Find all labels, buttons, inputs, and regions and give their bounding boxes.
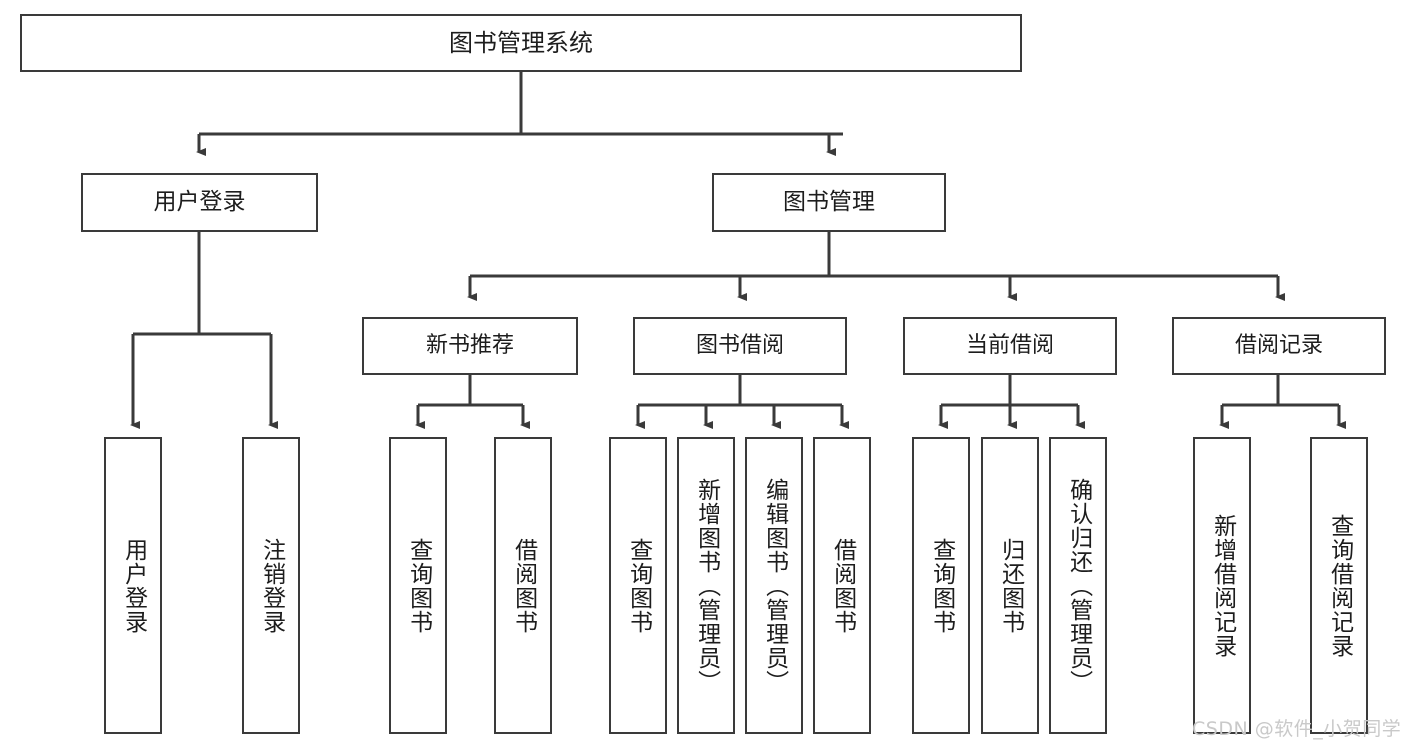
node-leaf-record-add-label: 新增借阅记录	[1209, 513, 1236, 658]
node-current-borrow-label: 当前借阅	[965, 333, 1054, 359]
node-leaf-recommend-borrow-book[interactable]: 借阅图书	[494, 437, 552, 734]
node-leaf-borrow-edit-book[interactable]: 编辑图书（管理员）	[745, 437, 803, 734]
node-borrow-record[interactable]: 借阅记录	[1172, 317, 1386, 375]
node-book-management[interactable]: 图书管理	[712, 173, 946, 232]
node-leaf-borrow-query-book[interactable]: 查询图书	[609, 437, 667, 734]
node-leaf-recommend-query-book-label: 查询图书	[405, 537, 432, 634]
node-leaf-current-confirm-return-label: 确认归还（管理员）	[1065, 477, 1092, 694]
node-leaf-current-confirm-return[interactable]: 确认归还（管理员）	[1049, 437, 1107, 734]
node-leaf-borrow-query-book-label: 查询图书	[625, 537, 652, 634]
node-user-login[interactable]: 用户登录	[81, 173, 318, 232]
node-leaf-borrow-add-book-label: 新增图书（管理员）	[693, 477, 720, 694]
node-leaf-borrow-lend-book[interactable]: 借阅图书	[813, 437, 871, 734]
node-leaf-record-query[interactable]: 查询借阅记录	[1310, 437, 1368, 734]
node-borrow-record-label: 借阅记录	[1234, 333, 1323, 359]
node-leaf-user-login-label: 用户登录	[120, 537, 147, 634]
node-leaf-logout[interactable]: 注销登录	[242, 437, 300, 734]
node-leaf-recommend-borrow-book-label: 借阅图书	[510, 537, 537, 634]
node-user-login-label: 用户登录	[153, 188, 246, 215]
node-leaf-user-login[interactable]: 用户登录	[104, 437, 162, 734]
node-leaf-borrow-add-book[interactable]: 新增图书（管理员）	[677, 437, 735, 734]
node-root-book-management-system[interactable]: 图书管理系统	[20, 14, 1022, 72]
node-leaf-recommend-query-book[interactable]: 查询图书	[389, 437, 447, 734]
node-new-book-recommend-label: 新书推荐	[425, 333, 514, 359]
node-leaf-borrow-edit-book-label: 编辑图书（管理员）	[761, 477, 788, 694]
csdn-watermark: CSDN @软件_小贺同学	[1192, 718, 1402, 740]
node-root-label: 图书管理系统	[449, 28, 593, 57]
node-leaf-record-add[interactable]: 新增借阅记录	[1193, 437, 1251, 734]
node-book-borrow-label: 图书借阅	[695, 333, 784, 359]
node-leaf-current-query-book[interactable]: 查询图书	[912, 437, 970, 734]
node-leaf-current-return-book-label: 归还图书	[997, 537, 1024, 634]
node-new-book-recommend[interactable]: 新书推荐	[362, 317, 578, 375]
node-leaf-borrow-lend-book-label: 借阅图书	[829, 537, 856, 634]
node-book-management-label: 图书管理	[783, 188, 875, 215]
node-leaf-logout-label: 注销登录	[258, 537, 285, 634]
node-book-borrow[interactable]: 图书借阅	[633, 317, 847, 375]
node-leaf-record-query-label: 查询借阅记录	[1326, 513, 1353, 658]
node-leaf-current-return-book[interactable]: 归还图书	[981, 437, 1039, 734]
node-leaf-current-query-book-label: 查询图书	[928, 537, 955, 634]
node-current-borrow[interactable]: 当前借阅	[903, 317, 1117, 375]
